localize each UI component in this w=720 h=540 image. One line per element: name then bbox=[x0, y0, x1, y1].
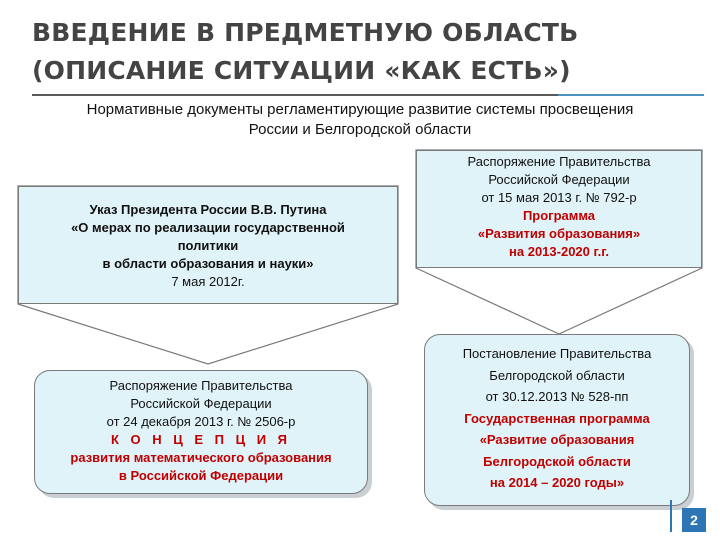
slide-title-line1: ВВЕДЕНИЕ В ПРЕДМЕТНУЮ ОБЛАСТЬ bbox=[32, 18, 579, 47]
box-postanovlenie-528: Постановление Правительства Белгородской… bbox=[424, 334, 690, 506]
post528-line7: на 2014 – 2020 годы» bbox=[489, 475, 625, 490]
rasp2506-line3: от 24 декабря 2013 г. № 2506-р bbox=[106, 414, 296, 429]
rasp2506-line4: К О Н Ц Е П Ц И Я bbox=[110, 432, 292, 447]
post528-line5: «Развитие образования bbox=[479, 432, 635, 447]
rasp2506-line2: Российской Федерации bbox=[130, 396, 272, 411]
slide-title-line2: (ОПИСАНИЕ СИТУАЦИИ «КАК ЕСТЬ») bbox=[32, 56, 571, 85]
slide-subtitle-line1: Нормативные документы регламентирующие р… bbox=[86, 101, 634, 118]
post528-line1: Постановление Правительства bbox=[462, 346, 652, 361]
rasp792-line3: от 15 мая 2013 г. № 792-р bbox=[481, 190, 637, 205]
slide-title: ВВЕДЕНИЕ В ПРЕДМЕТНУЮ ОБЛАСТЬ (ОПИСАНИЕ … bbox=[32, 14, 578, 90]
post528-line6: Белгородской области bbox=[483, 453, 631, 469]
post528-line4: Государственная программа bbox=[464, 410, 650, 426]
rasp792-line6: на 2013-2020 г.г. bbox=[509, 244, 609, 259]
slide-subtitle: Нормативные документы регламентирующие р… bbox=[20, 100, 700, 140]
ukaz-line4: в области образования и науки» bbox=[102, 256, 314, 271]
rasp2506-line6: в Российской Федерации bbox=[118, 468, 284, 483]
ukaz-line5: 7 мая 2012г. bbox=[171, 274, 245, 289]
title-divider-accent bbox=[558, 94, 704, 96]
post528-line3: от 30.12.2013 № 528-пп bbox=[485, 389, 629, 404]
ukaz-line1: Указ Президента России В.В. Путина bbox=[89, 202, 327, 217]
rasp792-line2: Российской Федерации bbox=[488, 172, 630, 187]
ukaz-line3: политики bbox=[177, 238, 239, 253]
page-number-badge: 2 bbox=[682, 508, 706, 532]
rasp2506-line5: развития математического образования bbox=[70, 450, 332, 465]
rasp792-line4: Программа bbox=[522, 208, 596, 223]
title-divider bbox=[32, 94, 704, 96]
box-rasporyazhenie-2506: Распоряжение Правительства Российской Фе… bbox=[34, 370, 368, 494]
rasp792-line5: «Развития образования» bbox=[477, 226, 641, 241]
rasp792-line1: Распоряжение Правительства bbox=[467, 154, 651, 169]
page-number-bar bbox=[670, 500, 672, 532]
slide-subtitle-line2: России и Белгородской области bbox=[248, 121, 472, 138]
rasp2506-line1: Распоряжение Правительства bbox=[109, 378, 293, 393]
box-ukaz-prezidenta: Указ Президента России В.В. Путина «О ме… bbox=[18, 186, 398, 304]
post528-line2: Белгородской области bbox=[489, 367, 625, 383]
box-rasporyazhenie-792: Распоряжение Правительства Российской Фе… bbox=[416, 150, 702, 268]
ukaz-line2: «О мерах по реализации государственной bbox=[71, 220, 345, 235]
